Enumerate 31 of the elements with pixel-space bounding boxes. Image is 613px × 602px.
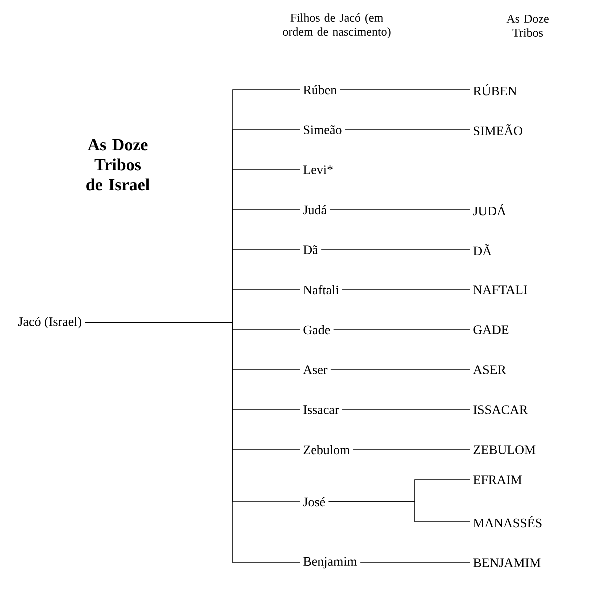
tribe-name: DÃ bbox=[474, 244, 492, 256]
son-name: Naftali bbox=[304, 285, 340, 295]
fork-line bbox=[328, 502, 470, 522]
son-name: Levi* bbox=[304, 166, 333, 174]
column-header: Filhos de Jacó (em ordem de nascimento) bbox=[283, 14, 391, 38]
tribe-name: MANASSÉS bbox=[474, 516, 542, 528]
tribe-name: NAFTALI bbox=[474, 286, 528, 294]
tribe-name: ASER bbox=[473, 366, 506, 374]
tribe-name: GADE bbox=[474, 326, 509, 334]
son-name: Issacar bbox=[304, 406, 340, 414]
tribe-name: ISSACAR bbox=[474, 406, 528, 414]
son-name: Gade bbox=[304, 325, 330, 335]
tribe-name: ZEBULOM bbox=[474, 446, 536, 454]
son-name: Zebulom bbox=[304, 445, 350, 455]
tribe-name: BENJAMIM bbox=[474, 558, 541, 568]
son-name: Aser bbox=[303, 366, 328, 374]
tribe-name: RÚBEN bbox=[474, 84, 517, 96]
son-name: Benjamim bbox=[304, 557, 358, 569]
ancestor-name: Jacó (Israel) bbox=[18, 317, 82, 329]
title: As Doze Tribos de Israel bbox=[86, 139, 150, 191]
son-name: Dã bbox=[304, 246, 318, 254]
tribe-name: JUDÁ bbox=[473, 204, 506, 216]
column-header: As Doze Tribos bbox=[506, 14, 549, 37]
son-name: Rúben bbox=[304, 85, 337, 95]
son-name: Judá bbox=[303, 205, 327, 215]
connector-line bbox=[360, 562, 470, 564]
tree-line bbox=[84, 322, 300, 564]
son-name: Simeão bbox=[304, 126, 342, 134]
tribe-name: EFRAIM bbox=[474, 476, 522, 484]
tribe-name: SIMEÃO bbox=[474, 124, 522, 136]
son-name: José bbox=[303, 497, 326, 507]
